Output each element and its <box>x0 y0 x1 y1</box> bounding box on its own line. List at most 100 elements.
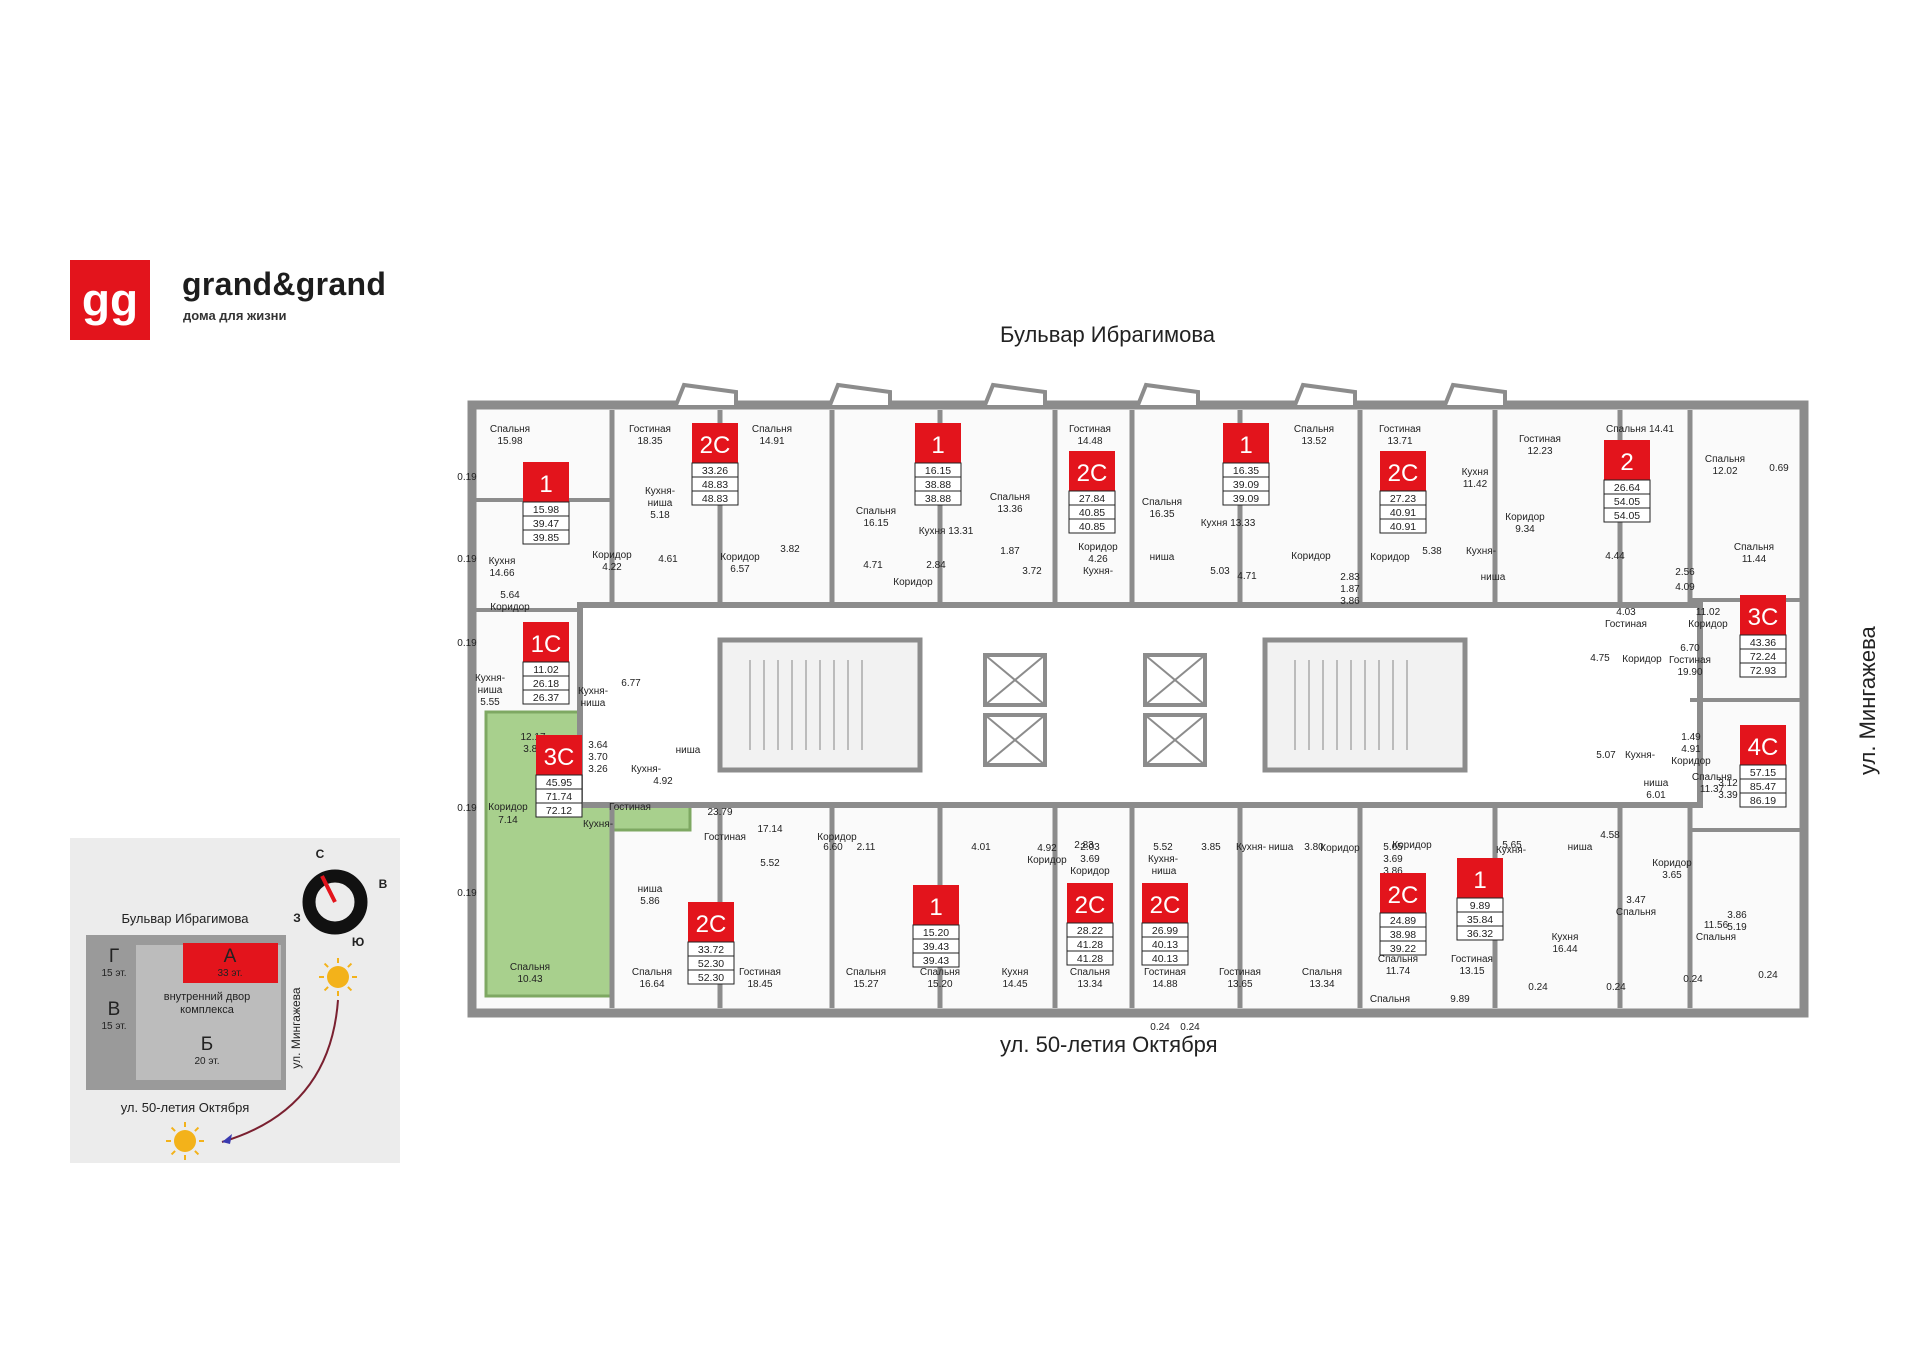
room-label: ниша <box>676 745 701 756</box>
sun-ray <box>170 1150 176 1156</box>
minimap-building-letter: Г <box>109 946 119 967</box>
room-label: 18.35 <box>637 436 662 447</box>
apartment-area: 48.83 <box>702 493 728 505</box>
badge-type-box <box>1069 451 1115 491</box>
apartment-area: 16.15 <box>925 465 951 477</box>
apartment-area: 52.30 <box>698 958 724 970</box>
room-label: Коридор <box>1070 866 1110 877</box>
apartment-area: 24.89 <box>1390 915 1416 927</box>
badge-area-cell <box>1068 518 1116 534</box>
room-label: 0.19 <box>457 638 477 649</box>
room-label: 4.01 <box>971 842 991 853</box>
sun-path-arrow <box>221 999 339 1143</box>
room-label: 2.84 <box>926 560 946 571</box>
room-label: Спальня <box>1370 994 1410 1005</box>
sun-ray <box>170 1126 176 1132</box>
room-label: Коридор <box>1370 552 1410 563</box>
room-label: Спальня 14.41 <box>1606 424 1674 435</box>
badge-type-box <box>688 902 734 942</box>
apartment-area: 52.30 <box>698 972 724 984</box>
room-label: 3.80 <box>1304 842 1324 853</box>
room-label: Спальня <box>920 967 960 978</box>
room-label: 3.88 <box>523 744 543 755</box>
badge-type-box <box>1457 858 1503 898</box>
room-label: 5.07 <box>1596 750 1616 761</box>
room-label: 5.19 <box>1727 922 1747 933</box>
room-label: 5.65 <box>1502 840 1522 851</box>
apartment-area: 26.37 <box>533 692 559 704</box>
room-label: 13.15 <box>1459 966 1484 977</box>
room-label: Спальня <box>1734 542 1774 553</box>
sun-ray <box>323 986 329 992</box>
badge-area-cell <box>1456 925 1504 941</box>
room-label: 16.15 <box>863 518 888 529</box>
elevator-cross <box>1144 654 1206 706</box>
room-label: Коридор <box>1652 858 1692 869</box>
room-label: 3.86 <box>1383 866 1403 877</box>
apartment-area: 54.05 <box>1614 510 1640 522</box>
room-label: 2.56 <box>1675 567 1695 578</box>
room-label: Спальня <box>1696 932 1736 943</box>
minimap-building-letter: В <box>108 999 121 1020</box>
apartment-type: 2С <box>1388 460 1419 487</box>
room-label: Кухня- <box>1083 566 1113 577</box>
apartment-area: 39.09 <box>1233 479 1259 491</box>
room-label: 16.64 <box>639 979 664 990</box>
room-label: ниша <box>581 698 606 709</box>
room-label: 15.27 <box>853 979 878 990</box>
elevator-cross <box>984 714 1046 766</box>
minimap-building-floors: 20 эт. <box>194 1056 219 1067</box>
room-label: 4.03 <box>1616 607 1636 618</box>
room-label: 5.86 <box>640 896 660 907</box>
room-label: 0.19 <box>457 554 477 565</box>
room-label: Гостиная <box>1069 424 1111 435</box>
apartment-area: 72.93 <box>1750 665 1776 677</box>
apartment-area: 39.22 <box>1390 943 1416 955</box>
badge-area-cell <box>1141 950 1189 966</box>
room-label: 23.79 <box>707 807 732 818</box>
room-label: ниша <box>638 884 663 895</box>
badge-type-box <box>1223 423 1269 463</box>
room-label: 0.19 <box>457 888 477 899</box>
room-label: Кухня <box>1462 467 1489 478</box>
room-label: 3.72 <box>1022 566 1042 577</box>
room-label: Коридор <box>893 577 933 588</box>
badge-area-cell <box>914 490 962 506</box>
room-label: 6.70 <box>1680 643 1700 654</box>
room-label: 3.65 <box>1662 870 1682 881</box>
street-label-bottom: ул. 50-летия Октября <box>1000 1032 1218 1057</box>
badge-type-box <box>1740 595 1786 635</box>
badge-type-box <box>1142 883 1188 923</box>
brand-name: grand&grand <box>182 266 387 302</box>
apartment-type: 2С <box>696 911 727 938</box>
apartment-type: 3С <box>544 744 575 771</box>
balcony <box>1136 382 1200 406</box>
badge-type-box <box>1067 883 1113 923</box>
room-label: 4.92 <box>653 776 673 787</box>
room-label: Кухня 13.31 <box>919 526 974 537</box>
badge-area-cell <box>522 689 570 705</box>
badge-area-cell <box>1222 490 1270 506</box>
room-label: 4.91 <box>1681 744 1701 755</box>
apartment-area: 11.02 <box>533 664 559 676</box>
room-label: Коридор <box>1291 551 1331 562</box>
